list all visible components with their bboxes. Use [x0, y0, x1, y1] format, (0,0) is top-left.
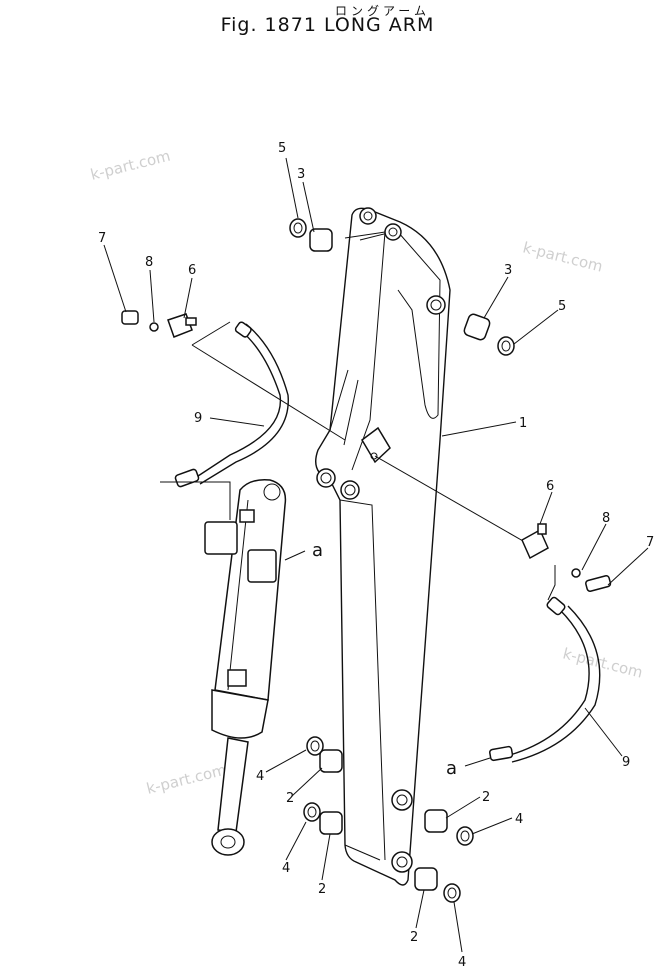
callout-2-left-lower: 2 [318, 882, 326, 897]
callout-6-right: 6 [546, 479, 554, 494]
callout-9-right: 9 [622, 755, 630, 770]
arm-cylinder [204, 478, 287, 856]
callout-1-arm: 1 [519, 416, 527, 431]
figure-title: Fig. 1871 LONG ARM [220, 14, 435, 36]
callout-2-right-lower: 2 [410, 930, 418, 945]
callout-4-left-lower: 4 [282, 861, 290, 876]
ref-a-cylinder: a [312, 540, 323, 561]
callout-6-left: 6 [188, 263, 196, 278]
callout-8-right: 8 [602, 511, 610, 526]
top-bushings [289, 218, 515, 356]
arm-body [315, 207, 451, 886]
callout-5-right: 5 [558, 299, 566, 314]
callout-3-right: 3 [504, 263, 512, 278]
callout-4-left-upper: 4 [256, 769, 264, 784]
watermark-4: k-part.com [145, 761, 229, 798]
left-grease-line [121, 310, 346, 520]
callout-9-left: 9 [194, 411, 202, 426]
watermark-3: k-part.com [561, 644, 645, 681]
callout-3-top-left: 3 [297, 167, 305, 182]
callout-4-right-upper: 4 [515, 812, 523, 827]
figure-title-japanese: ロングアーム [335, 4, 430, 18]
callout-7-left: 7 [98, 231, 106, 246]
callout-2-right-upper: 2 [482, 790, 490, 805]
watermark-2: k-part.com [521, 238, 605, 275]
callouts: 5 3 7 8 6 9 3 5 1 6 8 7 a a 9 4 2 4 2 2 … [98, 141, 654, 967]
bottom-bushings [303, 736, 474, 903]
ref-a-hose: a [446, 758, 457, 779]
callout-7-right: 7 [646, 535, 654, 550]
callout-4-right-lower: 4 [458, 955, 466, 967]
callout-2-left-upper: 2 [286, 791, 294, 806]
watermark-1: k-part.com [89, 147, 173, 184]
leader-lines [103, 157, 649, 953]
right-grease-line [374, 455, 612, 767]
callout-5-top-left: 5 [278, 141, 286, 156]
callout-8-left: 8 [145, 255, 153, 270]
